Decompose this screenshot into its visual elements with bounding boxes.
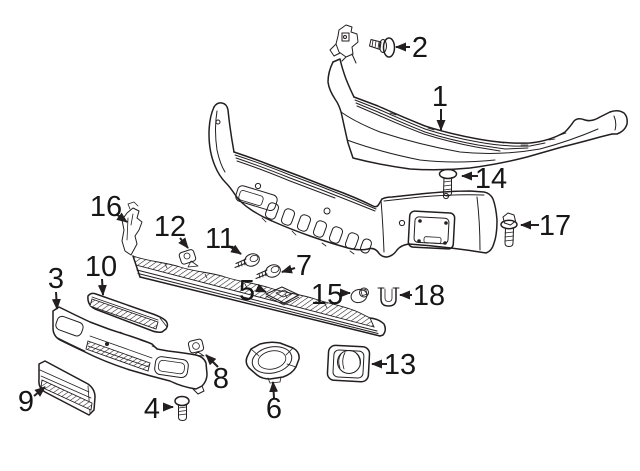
clip-15 [350,287,369,304]
callout-15-label: 15 [311,279,343,311]
skid-plate [38,360,96,416]
callout-6-label: 6 [266,393,282,425]
callout-7-label: 7 [296,250,312,282]
fog-lamp-housing [245,341,300,384]
callout-14: 14 [461,163,507,195]
callout-9-label: 9 [18,386,34,418]
clip-8 [187,338,205,357]
callout-2-label: 2 [412,32,428,64]
callout-3: 3 [48,263,64,310]
bolt-4 [174,395,190,421]
callout-14-label: 14 [475,163,507,195]
callout-13-label: 13 [384,349,416,381]
callout-18-label: 18 [413,280,445,312]
bolt-11 [234,253,260,268]
callout-15: 15 [311,279,351,311]
callout-16-label: 16 [90,191,122,223]
bolt-14 [438,168,458,197]
callout-17: 17 [520,210,571,242]
callout-8-label: 8 [213,363,229,395]
fog-lamp-bezel [326,344,371,383]
callout-7: 7 [281,250,312,282]
clip-18 [377,287,400,307]
bumper-face-bar [208,102,498,258]
callout-1: 1 [432,81,448,131]
callout-5: 5 [239,275,267,307]
bolt-2 [369,37,396,58]
clip-12 [178,249,199,268]
callout-8: 8 [205,354,229,395]
callout-12: 12 [154,211,189,249]
callout-10-label: 10 [85,251,117,283]
callout-6: 6 [266,381,282,425]
callout-11: 11 [205,223,242,255]
callout-16: 16 [90,191,128,223]
callout-13: 13 [371,349,416,381]
callout-1-label: 1 [432,81,448,113]
callout-4-label: 4 [144,393,160,425]
callout-11-label: 11 [205,223,235,255]
callout-5-label: 5 [239,275,255,307]
callout-2: 2 [395,32,428,64]
impact-bar [121,201,387,337]
bolt-7 [255,264,281,279]
valance-bracket [329,24,359,64]
callout-18: 18 [399,280,445,312]
bolt-17 [500,212,518,247]
bracket-5 [265,286,300,306]
valance-panel [327,58,628,171]
lower-valance [52,306,208,395]
callout-9: 9 [18,386,46,418]
moulding-strip [87,292,169,333]
callout-10: 10 [85,251,117,296]
callout-12-label: 12 [154,211,186,243]
callout-17-label: 17 [539,210,571,242]
callout-3-label: 3 [48,263,64,295]
callout-4: 4 [144,393,174,425]
